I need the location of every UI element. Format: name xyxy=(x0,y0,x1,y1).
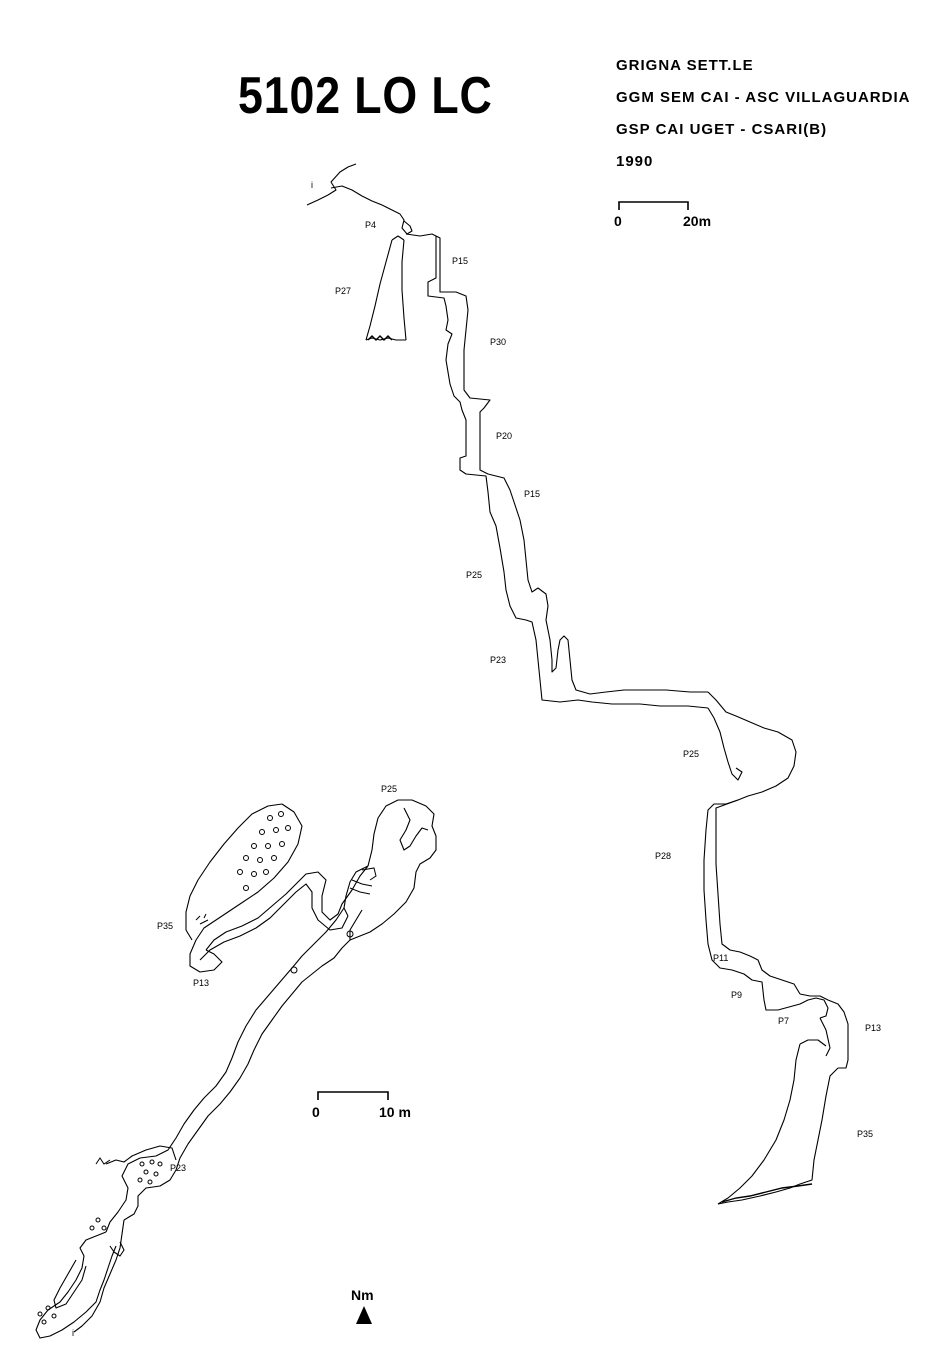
section-label-p27: P27 xyxy=(335,286,351,296)
section-scale-zero: 0 xyxy=(614,213,622,229)
section-label-p7: P7 xyxy=(778,1016,789,1026)
info-year: 1990 xyxy=(616,153,654,170)
plan-scale-end: 10 m xyxy=(379,1104,411,1120)
section-label-p25a: P25 xyxy=(466,570,482,580)
section-label-p11: P11 xyxy=(713,953,728,963)
section-label-p15b: P15 xyxy=(524,489,540,499)
section-label-p28: P28 xyxy=(655,851,671,861)
plan-label-p25: P25 xyxy=(381,784,397,794)
section-label-p35a: P35 xyxy=(857,1129,873,1139)
section-label-p9: P9 xyxy=(731,990,742,1000)
section-label-p13a: P13 xyxy=(865,1023,881,1033)
info-groups-1: GGM SEM CAI - ASC VILLAGUARDIA xyxy=(616,89,911,106)
plan-label-p13: P13 xyxy=(193,978,209,988)
plan-label-p35: P35 xyxy=(157,921,173,931)
section-label-p25b: P25 xyxy=(683,749,699,759)
plan-pitch-marks xyxy=(95,867,377,1165)
info-area: GRIGNA SETT.LE xyxy=(616,57,754,74)
section-label-p4: P4 xyxy=(365,220,376,230)
north-label: Nm xyxy=(351,1287,374,1303)
survey-info: GRIGNA SETT.LE GGM SEM CAI - ASC VILLAGU… xyxy=(616,50,910,178)
cave-section xyxy=(306,163,849,1205)
section-label-p15a: P15 xyxy=(452,256,468,266)
plan-scale-zero: 0 xyxy=(312,1104,320,1120)
section-label-p20: P20 xyxy=(496,431,512,441)
cave-plan xyxy=(35,799,437,1339)
section-label-entrance: i xyxy=(311,180,313,190)
info-groups-2: GSP CAI UGET - CSARI(B) xyxy=(616,121,828,138)
section-floor-texture xyxy=(367,335,813,1203)
cave-title: 5102 LO LC xyxy=(238,67,493,125)
section-label-p23a: P23 xyxy=(490,655,506,665)
plan-label-p23: P23 xyxy=(170,1163,186,1173)
plan-label-entrance: i xyxy=(72,1328,74,1338)
section-label-p30: P30 xyxy=(490,337,506,347)
section-scale-end: 20m xyxy=(683,213,711,229)
plan-boulders xyxy=(37,811,291,1325)
plan-scale-bar xyxy=(317,1091,389,1100)
section-scale-bar xyxy=(618,201,689,210)
north-arrow-icon xyxy=(356,1306,372,1324)
